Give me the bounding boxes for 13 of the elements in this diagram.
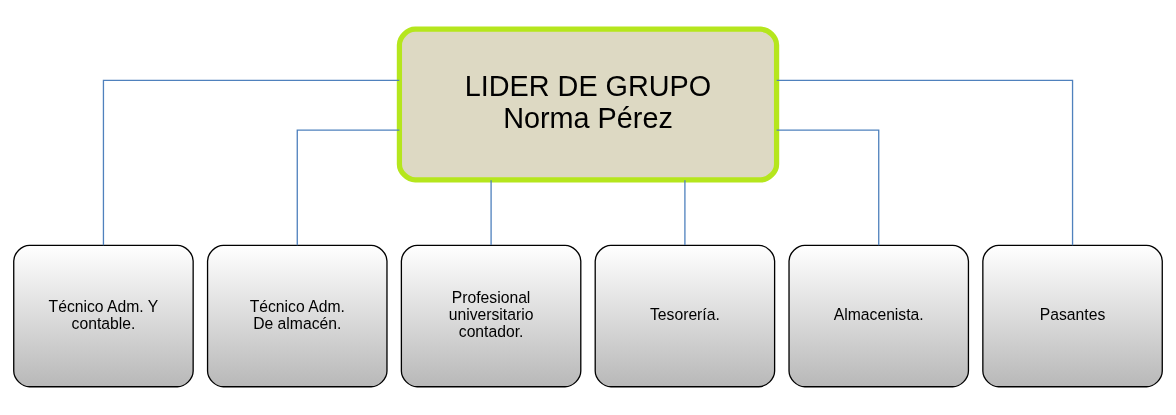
connector bbox=[102, 79, 400, 246]
node-box: Almacenista. bbox=[788, 244, 970, 387]
node-box: Tesorería. bbox=[594, 244, 776, 387]
node-box: LIDER DE GRUPO Norma Pérez bbox=[396, 26, 780, 182]
node-box: Técnico Adm. De almacén. bbox=[206, 244, 388, 387]
connector bbox=[776, 79, 1074, 246]
node-box: Técnico Adm. Y contable. bbox=[13, 244, 194, 387]
node-box: Profesional universitario contador. bbox=[400, 244, 582, 387]
node-box: Pasantes bbox=[982, 244, 1163, 387]
connector bbox=[490, 179, 492, 246]
connector bbox=[296, 128, 400, 246]
connector bbox=[684, 179, 686, 246]
connector bbox=[776, 128, 880, 246]
